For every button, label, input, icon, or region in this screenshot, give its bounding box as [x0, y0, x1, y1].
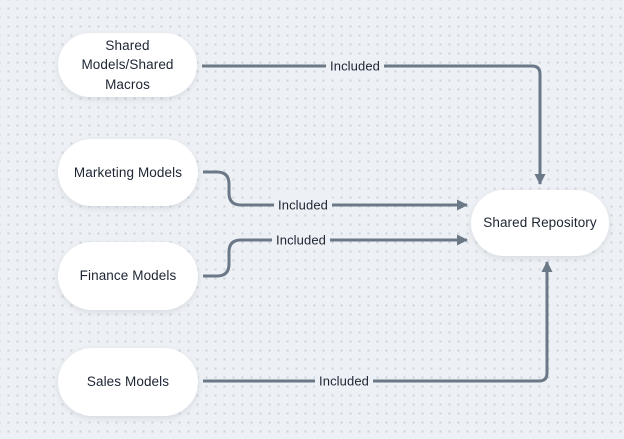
- node-label: Marketing Models: [73, 164, 183, 180]
- edge-sales-to-repository[interactable]: [203, 261, 553, 383]
- node-shared-repository[interactable]: Shared Repository: [471, 190, 609, 256]
- edge-label-included-marketing[interactable]: Included: [274, 196, 332, 214]
- node-shared-models-shared-macros[interactable]: Shared Models/Shared Macros: [58, 33, 197, 97]
- edge-label-included-sales[interactable]: Included: [315, 372, 373, 390]
- edge-label-included-finance[interactable]: Included: [272, 231, 330, 249]
- node-label: Shared Repository: [483, 215, 597, 231]
- node-marketing-models[interactable]: Marketing Models: [58, 139, 198, 206]
- node-label: Shared Models/Shared Macros: [81, 37, 174, 92]
- edge-label-included-shared-models[interactable]: Included: [326, 57, 384, 75]
- edge-shared-models-to-repository[interactable]: [202, 64, 546, 185]
- edge-marketing-to-repository[interactable]: [203, 170, 468, 211]
- edge-finance-to-repository[interactable]: [203, 234, 468, 278]
- node-sales-models[interactable]: Sales Models: [58, 348, 198, 416]
- node-label: Finance Models: [79, 268, 177, 284]
- node-finance-models[interactable]: Finance Models: [58, 242, 198, 310]
- node-label: Sales Models: [86, 374, 170, 390]
